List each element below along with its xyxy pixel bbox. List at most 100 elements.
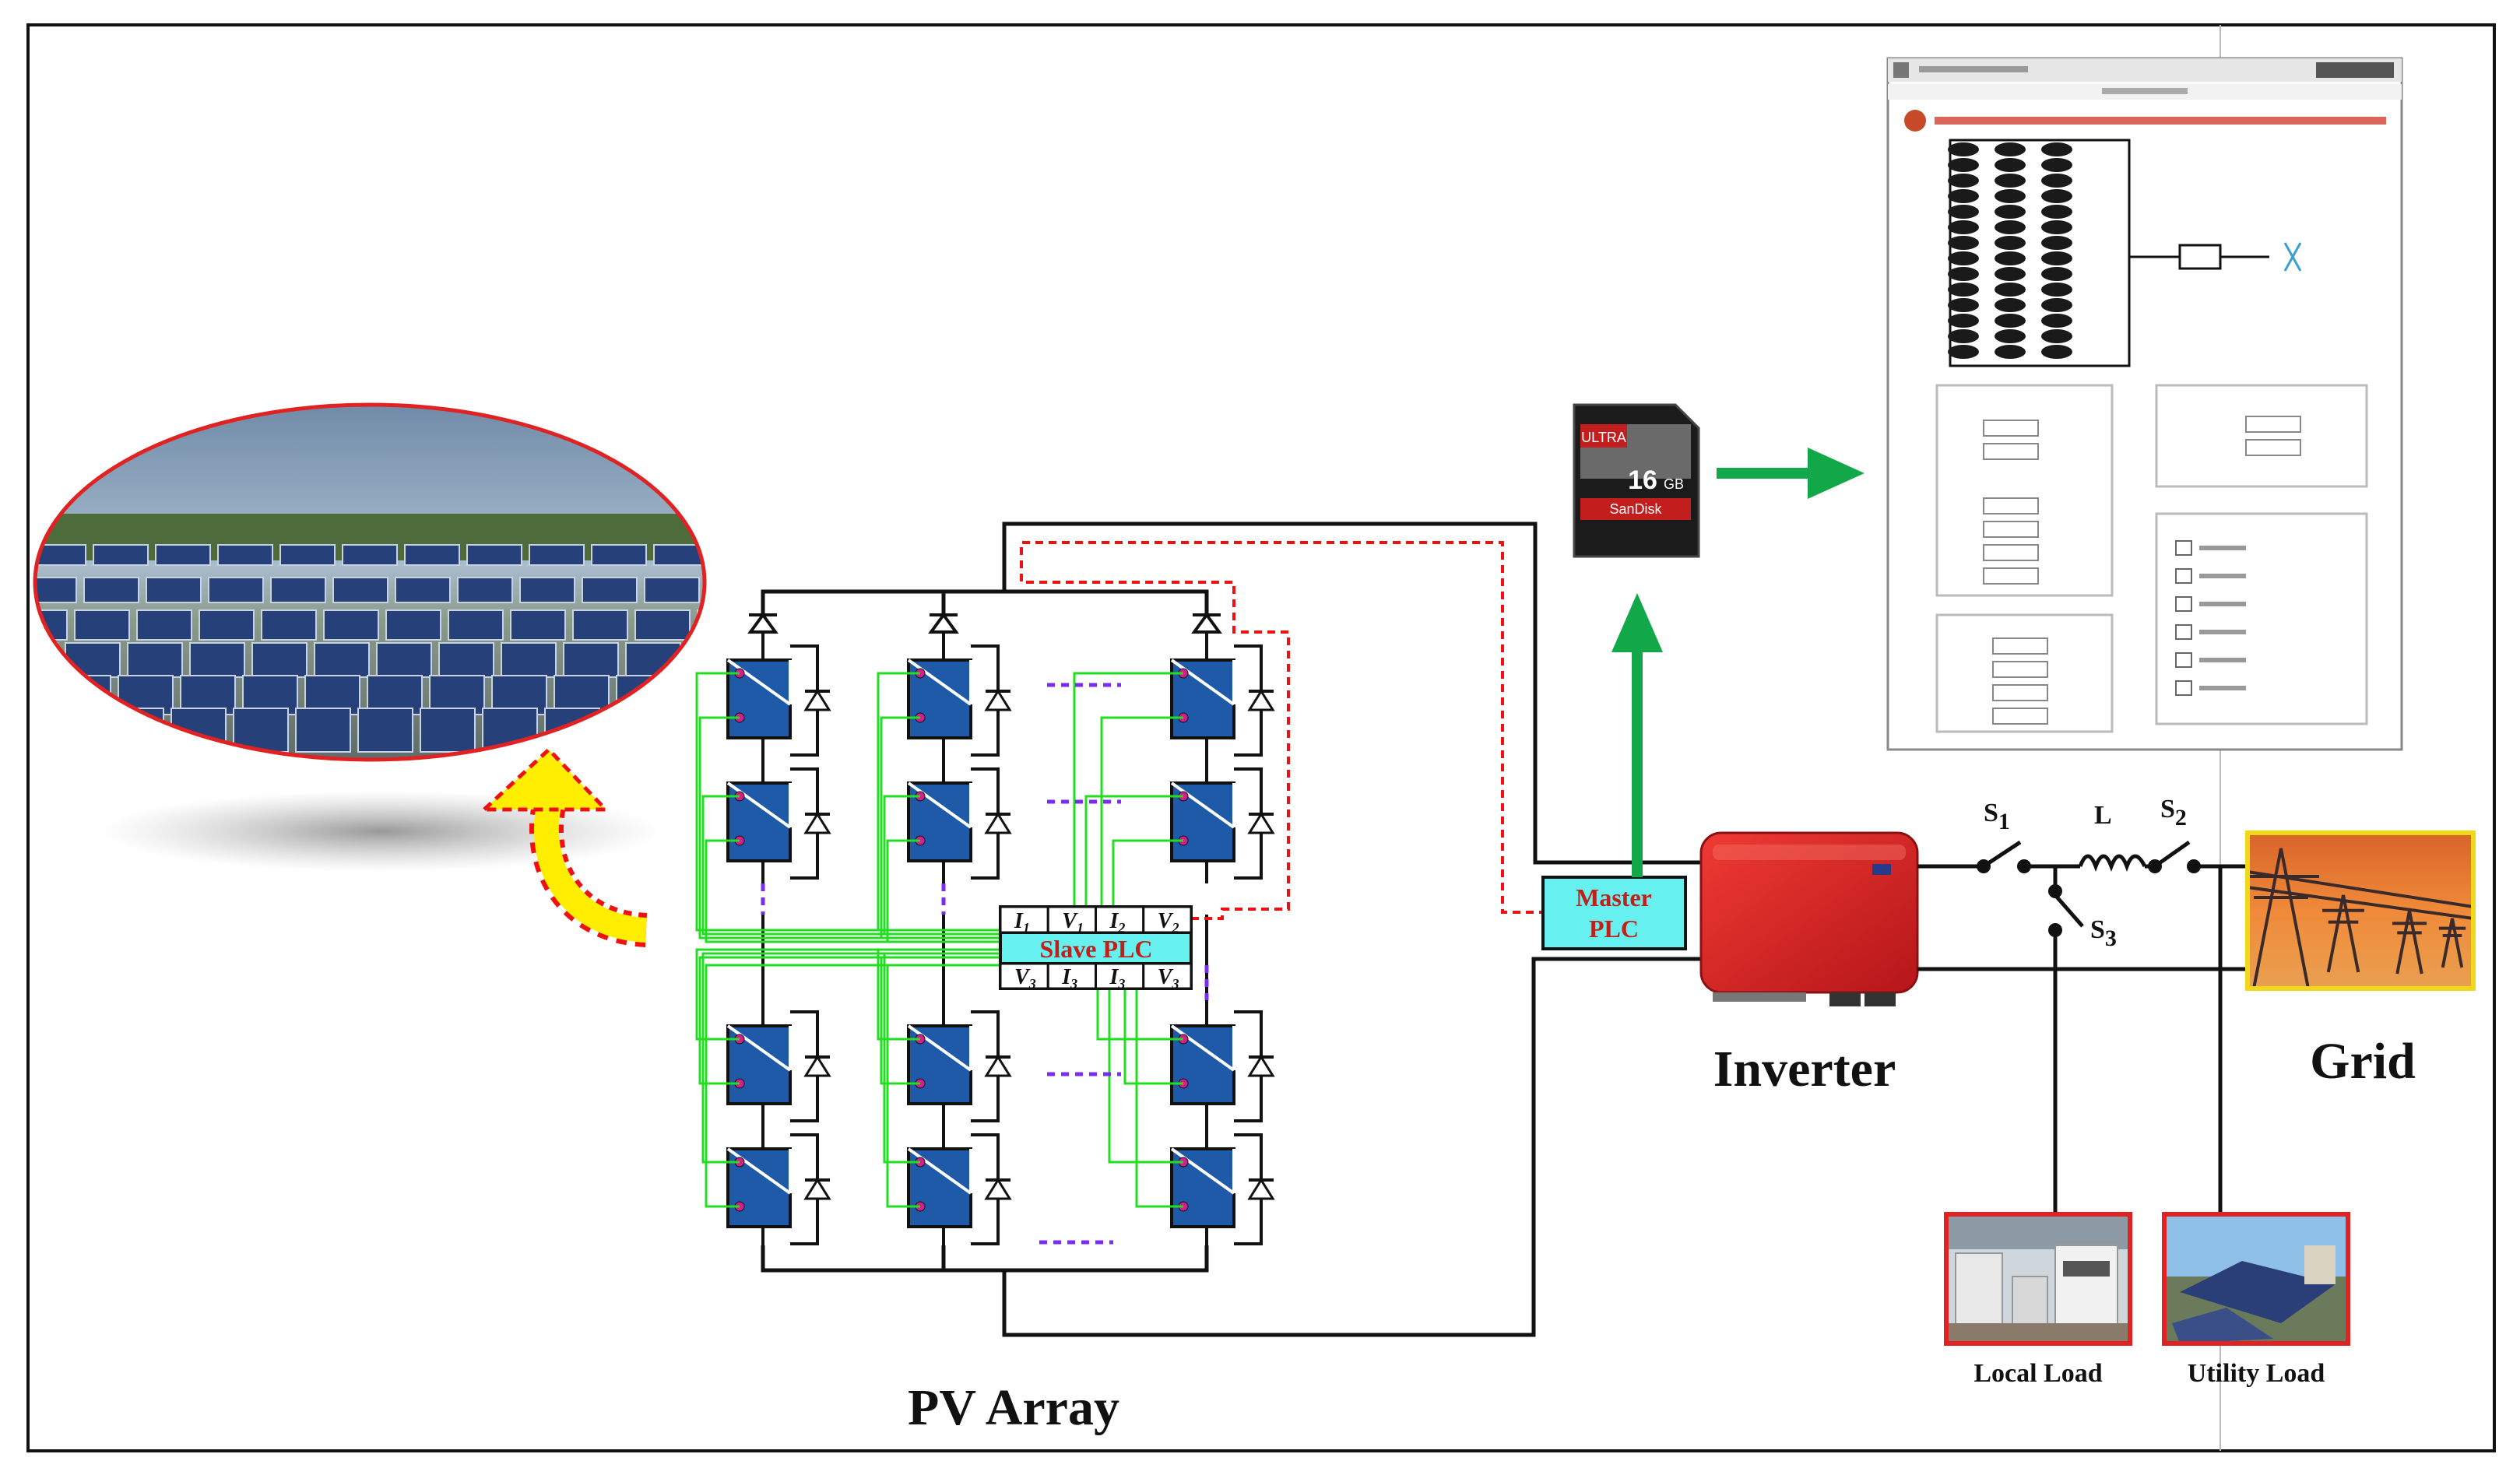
bypass-diode-icon <box>984 1178 1012 1200</box>
master-plc: Master PLC <box>1541 876 1687 950</box>
sensor-channel-label: V3 <box>1158 965 1179 992</box>
solar-farm-photo <box>33 402 707 872</box>
sensor-channel-label: I3 <box>1109 965 1126 992</box>
photo-border <box>33 402 707 762</box>
sd-card-unit: GB <box>1664 476 1684 492</box>
window-close-icon <box>2316 62 2394 78</box>
slave-plc-label: Slave PLC <box>1040 935 1153 963</box>
sw-checkbox <box>2175 540 2192 556</box>
sw-module-icon <box>1948 267 1979 281</box>
pv-module <box>907 644 1012 757</box>
sw-value-field <box>1983 443 2039 460</box>
inductor-l: L <box>2078 801 2147 872</box>
sw-value-field <box>1983 521 2039 538</box>
sw-module-icon <box>1948 236 1979 250</box>
grid-tower-photo: Grid <box>2245 831 2476 1090</box>
master-plc-label-line1: Master <box>1576 883 1652 911</box>
sensor-wires <box>695 672 1183 1208</box>
sensor-channel-label: I3 <box>1061 965 1077 992</box>
master-plc-label-line2: PLC <box>1589 915 1639 943</box>
pv-module <box>1170 767 1275 880</box>
sw-module-icon <box>2041 251 2072 265</box>
sw-module-icon <box>2041 205 2072 219</box>
sw-module-icon <box>1995 189 2026 203</box>
sw-value-field <box>1983 567 2039 585</box>
local-load-photo: Local Load <box>1944 1212 2132 1388</box>
sw-checkbox <box>2175 652 2192 668</box>
sw-module-icon <box>1948 142 1979 156</box>
sw-value-field <box>1983 497 2039 514</box>
sw-module-icon <box>1995 205 2026 219</box>
blocking-diode-icon <box>1191 612 1222 634</box>
sensor-channel-label: V3 <box>1014 965 1036 992</box>
sensor-channel-cell <box>1095 905 1145 934</box>
sw-checkbox <box>2175 680 2192 696</box>
sw-module-icon <box>1995 220 2026 234</box>
pv-module <box>1170 644 1275 757</box>
sw-module-icon <box>1995 174 2026 188</box>
sw-module-icon <box>1995 314 2026 328</box>
sw-module-icon <box>2041 220 2072 234</box>
sw-value-field <box>1992 637 2048 655</box>
app-logo-icon <box>1904 110 1926 132</box>
pv-module <box>907 767 1012 880</box>
pv-module <box>1170 1010 1275 1122</box>
plc-communication-line <box>1020 541 1543 920</box>
outer-frame <box>26 23 2496 1452</box>
local-load-label: Local Load <box>1973 1359 2102 1388</box>
sw-module-icon <box>1948 205 1979 219</box>
pv-module <box>726 767 831 880</box>
solar-panel-icon <box>726 1024 792 1105</box>
switch-s2: S2 <box>2148 795 2201 873</box>
dc-bus-wires <box>761 522 1701 1337</box>
switch-s3: S3 <box>2048 884 2117 951</box>
sw-module-icon <box>1995 236 2026 250</box>
upload-arrow-icon <box>1611 593 1663 877</box>
sensor-channel-cell <box>1142 962 1193 990</box>
blocking-diode-icon <box>928 612 959 634</box>
ac-side-wiring <box>1917 864 2248 1214</box>
sw-module-icon <box>1948 298 1979 312</box>
sw-inverter-icon <box>2178 244 2222 270</box>
sensor-channel-label: I1 <box>1014 909 1030 936</box>
sw-module-icon <box>1995 267 2026 281</box>
sensor-channel-cell <box>1046 905 1097 934</box>
switch-s3-label: S3 <box>2090 915 2117 951</box>
sw-value-field <box>1983 420 2039 437</box>
sw-module-icon <box>1995 251 2026 265</box>
inverter-label: Inverter <box>1713 1041 1896 1097</box>
sw-module-icon <box>2041 283 2072 297</box>
bypass-diode-icon <box>803 689 831 711</box>
sw-panel <box>2155 384 2368 488</box>
utility-load-label: Utility Load <box>2188 1359 2325 1388</box>
pv-module <box>726 1010 831 1122</box>
sensor-channel-cell <box>999 905 1049 934</box>
sw-module-icon <box>2041 189 2072 203</box>
sw-module-icon <box>2041 158 2072 172</box>
sw-module-icon <box>1948 158 1979 172</box>
sw-module-icon <box>1948 189 1979 203</box>
bypass-diode-icon <box>984 1055 1012 1077</box>
sw-panel <box>2155 512 2368 725</box>
sw-module-icon <box>2041 267 2072 281</box>
pv-module <box>726 1133 831 1245</box>
sw-module-icon <box>1995 329 2026 343</box>
inverter-body <box>1699 831 1919 994</box>
bypass-diode-icon <box>1247 1178 1275 1200</box>
sw-panel <box>1935 613 2114 733</box>
sw-module-icon <box>1948 174 1979 188</box>
inductor-label: L <box>2094 801 2112 830</box>
pv-array-label: PV Array <box>908 1379 1119 1436</box>
bypass-diode-icon <box>984 812 1012 834</box>
sw-module-icon <box>2041 345 2072 359</box>
sw-module-icon <box>1948 251 1979 265</box>
sw-module-icon <box>1995 283 2026 297</box>
sw-checkbox <box>2175 568 2192 584</box>
sw-panel <box>1935 384 2114 597</box>
sw-value-field <box>1992 708 2048 725</box>
monitoring-software-window <box>1886 57 2403 751</box>
bypass-diode-icon <box>1247 812 1275 834</box>
